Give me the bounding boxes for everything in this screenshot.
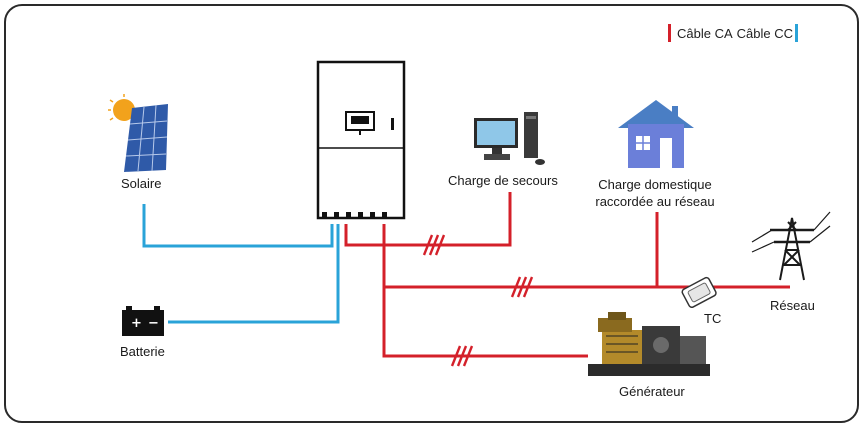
ct-clamp-icon [681, 276, 717, 309]
legend-dc-label: Câble CC [736, 25, 793, 41]
svg-text:+: + [131, 316, 142, 331]
ac-cable-generator [382, 287, 588, 358]
dc-cable-swatch [795, 24, 798, 42]
marker-grid [510, 276, 534, 298]
marker-backup [422, 234, 446, 256]
inverter-icon [316, 60, 406, 220]
legend-ac-label: Câble CA [677, 25, 733, 41]
backup-load-label: Charge de secours [448, 173, 558, 188]
home-load-label-line1: Charge domestique [598, 177, 712, 192]
solar-panel-icon [108, 94, 168, 172]
marker-generator [450, 345, 474, 367]
generator-label: Générateur [619, 384, 685, 399]
legend: Câble CA Câble CC [668, 24, 798, 42]
cable-markers [422, 234, 534, 367]
solar-label: Solaire [121, 176, 162, 191]
ct-label: TC [704, 311, 722, 326]
power-tower-icon [751, 211, 831, 281]
computer-icon [474, 112, 545, 165]
house-icon [618, 100, 694, 168]
diagram-frame [4, 4, 859, 423]
battery-label: Batterie [120, 344, 165, 359]
dc-cables [142, 204, 340, 324]
home-load-label: Charge domestique raccordée au réseau [582, 176, 728, 210]
grid-label: Réseau [770, 298, 815, 313]
ac-cables [344, 192, 790, 358]
dc-cable-solar [142, 204, 334, 248]
svg-text:−: − [148, 316, 159, 331]
ac-cable-grid [382, 224, 790, 289]
generator-icon [588, 312, 710, 376]
home-load-label-line2: raccordée au réseau [595, 194, 715, 209]
dc-cable-battery [168, 224, 340, 324]
battery-icon: + − [122, 306, 164, 336]
ac-cable-swatch [668, 24, 671, 42]
